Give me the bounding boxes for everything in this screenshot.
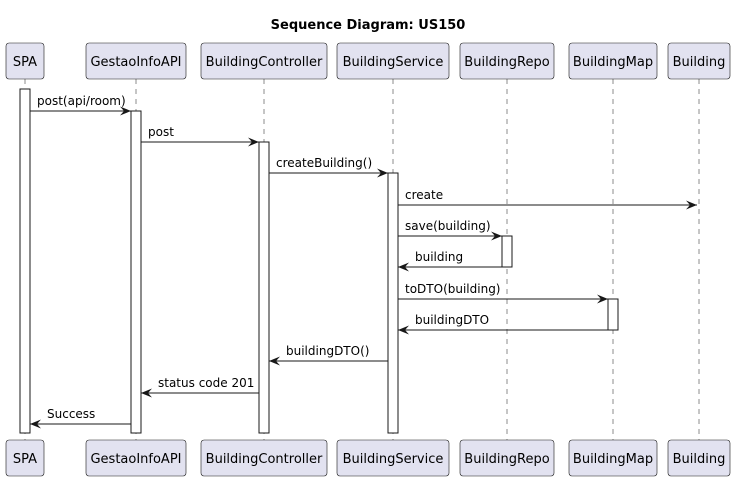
participant-box	[85, 439, 187, 477]
message-success: Success	[30, 407, 131, 429]
message-save-building-: save(building)	[398, 219, 502, 241]
activation-bar-spa	[19, 88, 31, 434]
arrow-head-icon	[597, 294, 608, 304]
participant-box	[336, 439, 450, 477]
arrow-head-icon	[141, 388, 152, 398]
participant-label: BuildingRepo	[464, 55, 549, 70]
participant-label: BuildingRepo	[464, 452, 549, 467]
participant-label: GestaoInfoAPI	[90, 452, 181, 467]
message-label: createBuilding()	[276, 156, 372, 170]
participant-label: BuildingMap	[573, 452, 653, 467]
participant-boxes-bottom: SPA GestaoInfoAPI BuildingController Buildi…	[5, 439, 731, 477]
participant-box	[85, 42, 187, 80]
participant-box	[459, 42, 555, 80]
participant-box	[5, 42, 45, 80]
message-label: buildingDTO()	[286, 344, 369, 358]
participant-label: BuildingController	[206, 452, 323, 467]
message-label: post	[148, 125, 174, 139]
activation-bar-building-controller	[258, 141, 270, 434]
message-label: building	[415, 250, 463, 264]
participant-label: BuildingController	[206, 55, 323, 70]
participant-box	[459, 439, 555, 477]
participant-building-repo-top: BuildingRepo	[459, 42, 555, 80]
participant-box	[568, 42, 658, 80]
message-label: buildingDTO	[415, 313, 489, 327]
arrow-head-icon	[248, 137, 259, 147]
messages: post(api/room) post createBuilding() create…	[30, 94, 697, 429]
diagram-title: Sequence Diagram: US150	[271, 18, 466, 33]
message-label: save(building)	[405, 219, 491, 233]
participant-building-bottom: Building	[667, 439, 731, 477]
arrow-head-icon	[491, 231, 502, 241]
message-label: status code 201	[158, 376, 254, 390]
participant-label: BuildingService	[343, 452, 444, 467]
arrow-head-icon	[398, 325, 409, 335]
participant-building-service-top: BuildingService	[336, 42, 450, 80]
participant-box	[200, 439, 328, 477]
participant-label: SPA	[13, 55, 37, 70]
participant-label: BuildingService	[343, 55, 444, 70]
activation-bar-building-service	[387, 172, 399, 434]
message-create-building-: createBuilding()	[269, 156, 388, 178]
activation-bar-building-map	[607, 298, 619, 331]
participant-label: GestaoInfoAPI	[90, 55, 181, 70]
participant-box	[336, 42, 450, 80]
arrow-head-icon	[120, 106, 131, 116]
activation-bar-gestao-info-api	[130, 110, 142, 434]
message-label: post(api/room)	[37, 94, 126, 108]
participant-box	[200, 42, 328, 80]
message-building: building	[398, 250, 502, 272]
activation-bars	[19, 88, 619, 434]
arrow-head-icon	[398, 262, 409, 272]
message-building-dto-: buildingDTO()	[269, 344, 388, 366]
participant-building-top: Building	[667, 42, 731, 80]
activation-bar-building-repo	[501, 235, 513, 268]
message-post-api-room-: post(api/room)	[30, 94, 131, 116]
participant-box	[667, 42, 731, 80]
participant-spa-bottom: SPA	[5, 439, 45, 477]
arrow-head-icon	[686, 200, 697, 210]
participant-box	[667, 439, 731, 477]
arrow-head-icon	[269, 356, 280, 366]
message-label: create	[405, 188, 443, 202]
participant-gestao-info-api-top: GestaoInfoAPI	[85, 42, 187, 80]
message-label: toDTO(building)	[405, 282, 501, 296]
participant-label: BuildingMap	[573, 55, 653, 70]
participant-boxes-top: SPA GestaoInfoAPI BuildingController Buildi…	[5, 42, 731, 80]
participant-building-controller-top: BuildingController	[200, 42, 328, 80]
participant-building-service-bottom: BuildingService	[336, 439, 450, 477]
message-building-dto: buildingDTO	[398, 313, 608, 335]
participant-building-map-bottom: BuildingMap	[568, 439, 658, 477]
participant-label: Building	[673, 55, 726, 70]
participant-building-repo-bottom: BuildingRepo	[459, 439, 555, 477]
message-label: Success	[47, 407, 95, 421]
arrow-head-icon	[30, 419, 41, 429]
participant-gestao-info-api-bottom: GestaoInfoAPI	[85, 439, 187, 477]
message-create: create	[398, 188, 697, 210]
message-post: post	[141, 125, 259, 147]
participant-spa-top: SPA	[5, 42, 45, 80]
message-to-dto-building-: toDTO(building)	[398, 282, 608, 304]
lifelines	[24, 79, 700, 440]
message-status-code-201: status code 201	[141, 376, 259, 398]
arrow-head-icon	[377, 168, 388, 178]
participant-box	[5, 439, 45, 477]
participant-label: SPA	[13, 452, 37, 467]
participant-building-controller-bottom: BuildingController	[200, 439, 328, 477]
participant-building-map-top: BuildingMap	[568, 42, 658, 80]
participant-label: Building	[673, 452, 726, 467]
participant-box	[568, 439, 658, 477]
